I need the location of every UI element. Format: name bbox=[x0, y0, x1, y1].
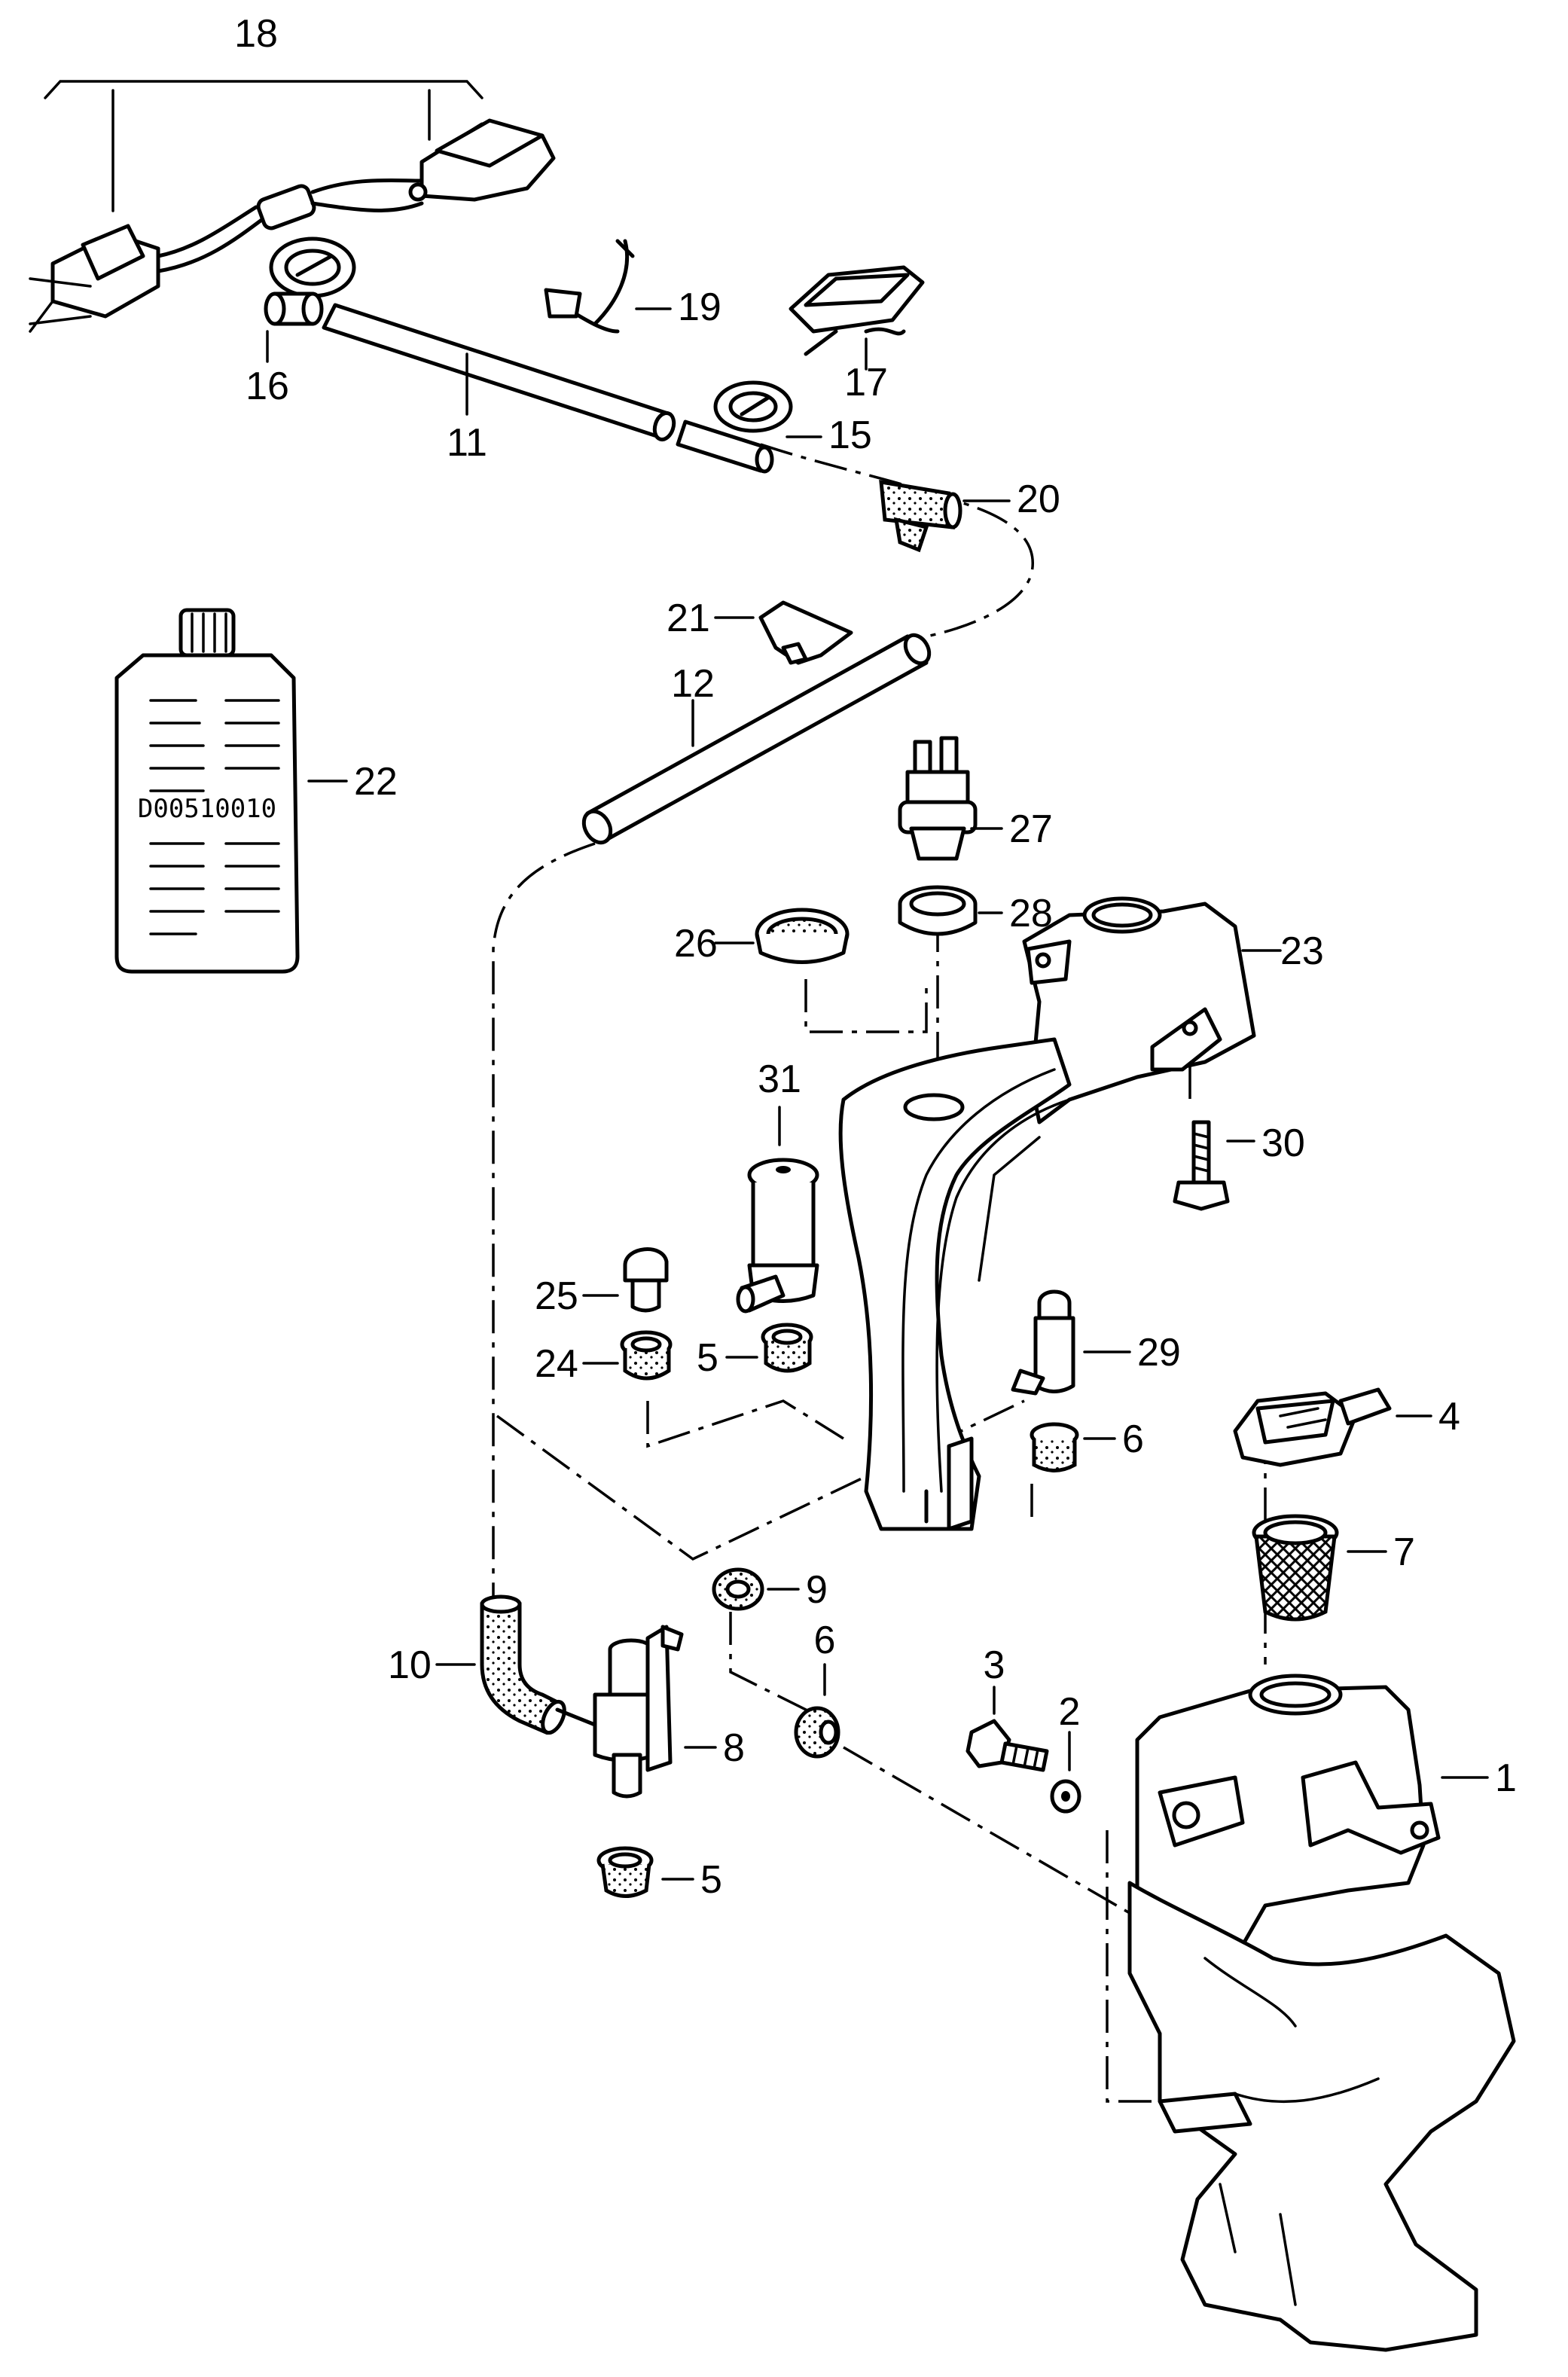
callout-28: 28 bbox=[1009, 892, 1053, 935]
part-28-seal-ring bbox=[898, 885, 1003, 936]
part-5-grommet-lower bbox=[596, 1846, 694, 1898]
part-23-reservoir-upper bbox=[1022, 896, 1282, 1124]
callout-5-lower: 5 bbox=[700, 1858, 722, 1902]
part-1-reservoir-tank bbox=[1127, 1674, 1516, 2352]
part-25-plug bbox=[582, 1247, 669, 1313]
callout-20: 20 bbox=[1017, 478, 1060, 521]
callout-2: 2 bbox=[1059, 1690, 1081, 1734]
part-16-grommet-and-sleeve bbox=[264, 236, 356, 363]
callout-26: 26 bbox=[674, 922, 718, 966]
callout-7: 7 bbox=[1393, 1530, 1415, 1574]
part-10-elbow-hose bbox=[435, 1594, 566, 1735]
part-29-washer-pump bbox=[1011, 1289, 1131, 1396]
callout-11: 11 bbox=[447, 421, 487, 465]
callout-1: 1 bbox=[1495, 1756, 1517, 1800]
callout-16: 16 bbox=[246, 365, 289, 408]
callout-31: 31 bbox=[758, 1057, 801, 1101]
reservoir-center-body bbox=[838, 1037, 1072, 1531]
part-3-bolt bbox=[966, 1686, 1049, 1772]
callout-22: 22 bbox=[354, 760, 398, 804]
part-27-level-sensor bbox=[898, 736, 1003, 861]
part-30-bolt bbox=[1173, 1120, 1255, 1211]
callout-29: 29 bbox=[1137, 1331, 1181, 1375]
part-21-clip bbox=[714, 600, 853, 665]
assembly-lines bbox=[492, 443, 1267, 2103]
bottle-code-label: D00510010 bbox=[138, 794, 276, 824]
callout-17: 17 bbox=[844, 361, 888, 404]
callout-10: 10 bbox=[388, 1643, 432, 1687]
callout-23: 23 bbox=[1280, 929, 1324, 973]
callout-25: 25 bbox=[535, 1274, 578, 1318]
part-8-pump-assembly bbox=[555, 1625, 717, 1799]
part-6-grommet-upper bbox=[1030, 1422, 1116, 1472]
callout-27: 27 bbox=[1009, 807, 1053, 851]
callout-5-upper: 5 bbox=[697, 1336, 718, 1380]
part-5-grommet-upper bbox=[725, 1323, 813, 1373]
callout-19: 19 bbox=[678, 285, 721, 329]
part-20-t-connector bbox=[879, 479, 1011, 553]
part-24-grommet bbox=[582, 1330, 673, 1381]
part-19-hose-clip bbox=[544, 239, 672, 334]
callout-3: 3 bbox=[984, 1643, 1005, 1687]
callout-9: 9 bbox=[806, 1568, 828, 1612]
part-17-nozzle bbox=[789, 265, 925, 371]
part-4-filler-cap bbox=[1233, 1387, 1432, 1467]
part-12-hose bbox=[581, 633, 932, 845]
callout-6-lower: 6 bbox=[814, 1619, 836, 1662]
part-6-grommet-lower bbox=[794, 1663, 840, 1759]
callout-4: 4 bbox=[1438, 1395, 1460, 1439]
part-18-wiring-harness bbox=[29, 80, 556, 333]
part-15-grommet-and-sleeve bbox=[676, 380, 822, 474]
callout-30: 30 bbox=[1261, 1121, 1305, 1165]
callout-24: 24 bbox=[535, 1342, 578, 1386]
callout-18: 18 bbox=[234, 12, 278, 56]
part-31-washer-pump bbox=[736, 1106, 819, 1314]
part-7-strainer bbox=[1252, 1514, 1387, 1622]
callout-labels: 18 16 11 19 17 15 20 21 12 22 27 28 26 2… bbox=[234, 12, 1517, 1902]
part-9-grommet bbox=[712, 1567, 800, 1611]
callout-8: 8 bbox=[723, 1726, 745, 1770]
callout-6-upper: 6 bbox=[1122, 1417, 1144, 1461]
callout-15: 15 bbox=[828, 413, 872, 457]
part-2-washer bbox=[1050, 1731, 1081, 1814]
callout-21: 21 bbox=[667, 597, 710, 640]
part-11-hose bbox=[322, 303, 676, 442]
part-22-fluid-bottle: D00510010 bbox=[114, 608, 348, 974]
part-26-grommet bbox=[714, 908, 850, 964]
callout-12: 12 bbox=[671, 662, 715, 706]
